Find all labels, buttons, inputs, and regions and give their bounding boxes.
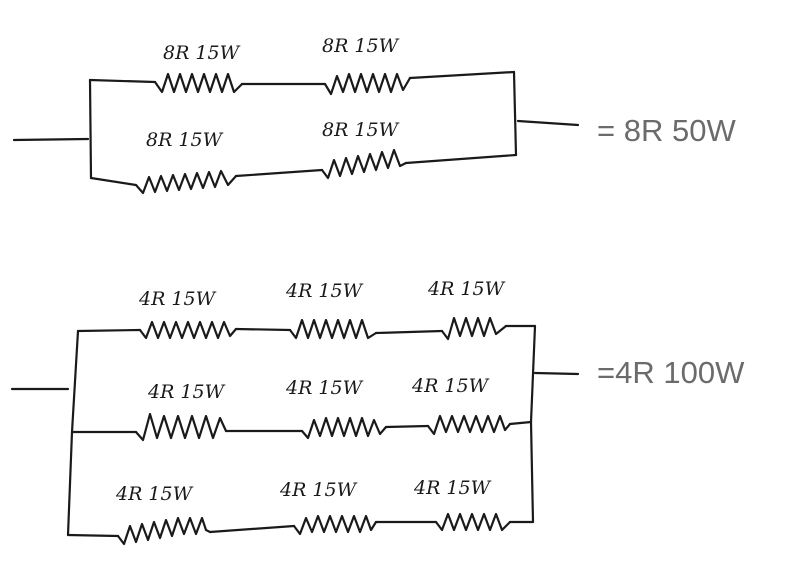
equivalent-rating-label: = 8R 50W bbox=[597, 113, 736, 148]
resistor-2-1-3 bbox=[440, 316, 508, 341]
resistor-1-2-1 bbox=[134, 169, 238, 195]
resistor-label: 8R 15W bbox=[322, 119, 400, 141]
resistor-label: 8R 15W bbox=[322, 35, 400, 57]
resistor-2-1-2 bbox=[288, 318, 378, 340]
resistor-1-1-2 bbox=[323, 72, 412, 96]
resistor-label: 4R 15W bbox=[427, 278, 506, 300]
circuit-8r-50w: 8R 15W 8R 15W 8R 15W 8R 15W = 8R 50W bbox=[12, 35, 736, 195]
resistor-2-2-1 bbox=[134, 412, 228, 442]
resistor-label: 4R 15W bbox=[285, 377, 364, 399]
resistor-label: 4R 15W bbox=[411, 375, 490, 397]
resistor-2-3-1 bbox=[116, 516, 212, 546]
resistor-label: 4R 15W bbox=[115, 483, 194, 505]
resistor-2-3-2 bbox=[292, 514, 378, 536]
circuit-1-wiring bbox=[12, 70, 580, 187]
resistor-2-1-1 bbox=[138, 320, 238, 340]
resistor-label: 4R 15W bbox=[138, 288, 217, 310]
resistor-label: 4R 15W bbox=[413, 477, 492, 499]
circuit-1-resistors bbox=[134, 72, 412, 195]
resistor-label: 4R 15W bbox=[147, 381, 226, 403]
resistor-2-2-2 bbox=[300, 416, 388, 440]
resistor-label: 8R 15W bbox=[163, 42, 241, 64]
resistor-1-1-1 bbox=[153, 72, 244, 94]
resistor-label: 8R 15W bbox=[146, 129, 224, 151]
equivalent-rating-label: =4R 100W bbox=[597, 355, 745, 390]
circuit-2-wiring bbox=[10, 324, 580, 538]
resistor-1-2-2 bbox=[320, 148, 408, 180]
resistor-2-3-3 bbox=[434, 512, 512, 532]
resistor-label: 4R 15W bbox=[285, 280, 364, 302]
resistor-label: 4R 15W bbox=[279, 479, 358, 501]
circuit-4r-100w: 4R 15W 4R 15W 4R 15W 4R 15W 4R 15W 4R 15… bbox=[10, 278, 745, 546]
circuit-2-resistors bbox=[116, 316, 512, 546]
resistor-2-2-3 bbox=[426, 414, 512, 436]
